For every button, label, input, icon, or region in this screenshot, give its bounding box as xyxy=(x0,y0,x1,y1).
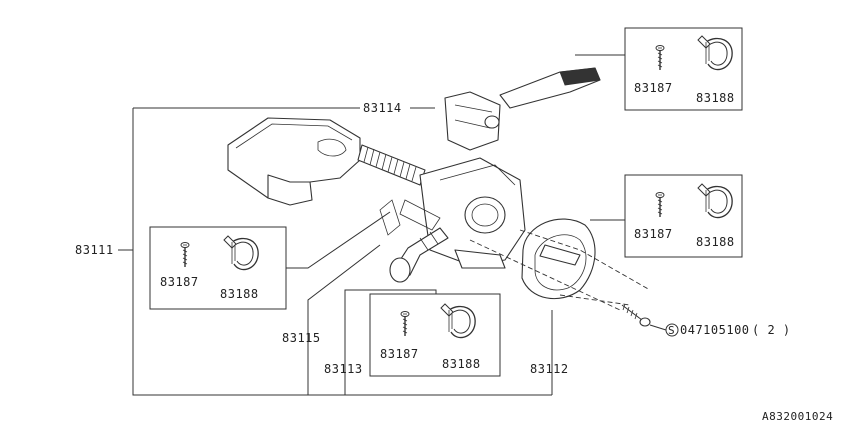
label-83113: 83113 xyxy=(324,362,363,376)
dashed-assembly-lines xyxy=(469,229,651,311)
screw-quantity: ( 2 ) xyxy=(752,323,791,337)
label-83114: 83114 xyxy=(363,101,402,115)
screw-icon xyxy=(400,310,410,337)
inset-box-top-right: 83187 83188 xyxy=(624,27,743,111)
lighting-switch-lever xyxy=(444,67,601,151)
inset-clamp-label: 83188 xyxy=(220,287,259,301)
screw-part-code: 047105100 xyxy=(680,323,750,337)
inset-screw-label: 83187 xyxy=(634,81,673,95)
screw-icon xyxy=(655,44,665,71)
standard-part-symbol: S xyxy=(668,324,675,337)
screw-icon xyxy=(655,191,665,218)
inset-screw-label: 83187 xyxy=(380,347,419,361)
inset-clamp-label: 83188 xyxy=(696,91,735,105)
standard-part-symbol-icon xyxy=(665,323,679,337)
screw xyxy=(621,303,651,327)
figure-reference: A832001024 xyxy=(762,410,833,423)
leader-lines xyxy=(118,54,625,396)
label-83115: 83115 xyxy=(282,331,321,345)
inset-clamp-label: 83188 xyxy=(442,357,481,371)
clamp-icon xyxy=(697,35,733,71)
inset-screw-label: 83187 xyxy=(634,227,673,241)
cover-lower xyxy=(521,218,596,299)
inset-screw-label: 83187 xyxy=(160,275,199,289)
spring-connector xyxy=(357,144,426,186)
inset-box-mid-right: 83187 83188 xyxy=(624,174,743,258)
wiper-switch-lever xyxy=(389,227,449,283)
inset-clamp-label: 83188 xyxy=(696,235,735,249)
clamp-icon xyxy=(440,303,476,339)
inset-box-left: 83187 83188 xyxy=(149,226,287,310)
clamp-icon xyxy=(223,235,259,271)
steering-column-cover-upper xyxy=(227,117,361,206)
label-83112: 83112 xyxy=(530,362,569,376)
clamp-icon xyxy=(697,183,733,219)
inset-box-bottom-center: 83187 83188 xyxy=(369,293,501,377)
label-83111: 83111 xyxy=(75,243,114,257)
screw-callout: S 047105100 ( 2 ) xyxy=(649,323,791,337)
screw-icon xyxy=(180,241,190,268)
